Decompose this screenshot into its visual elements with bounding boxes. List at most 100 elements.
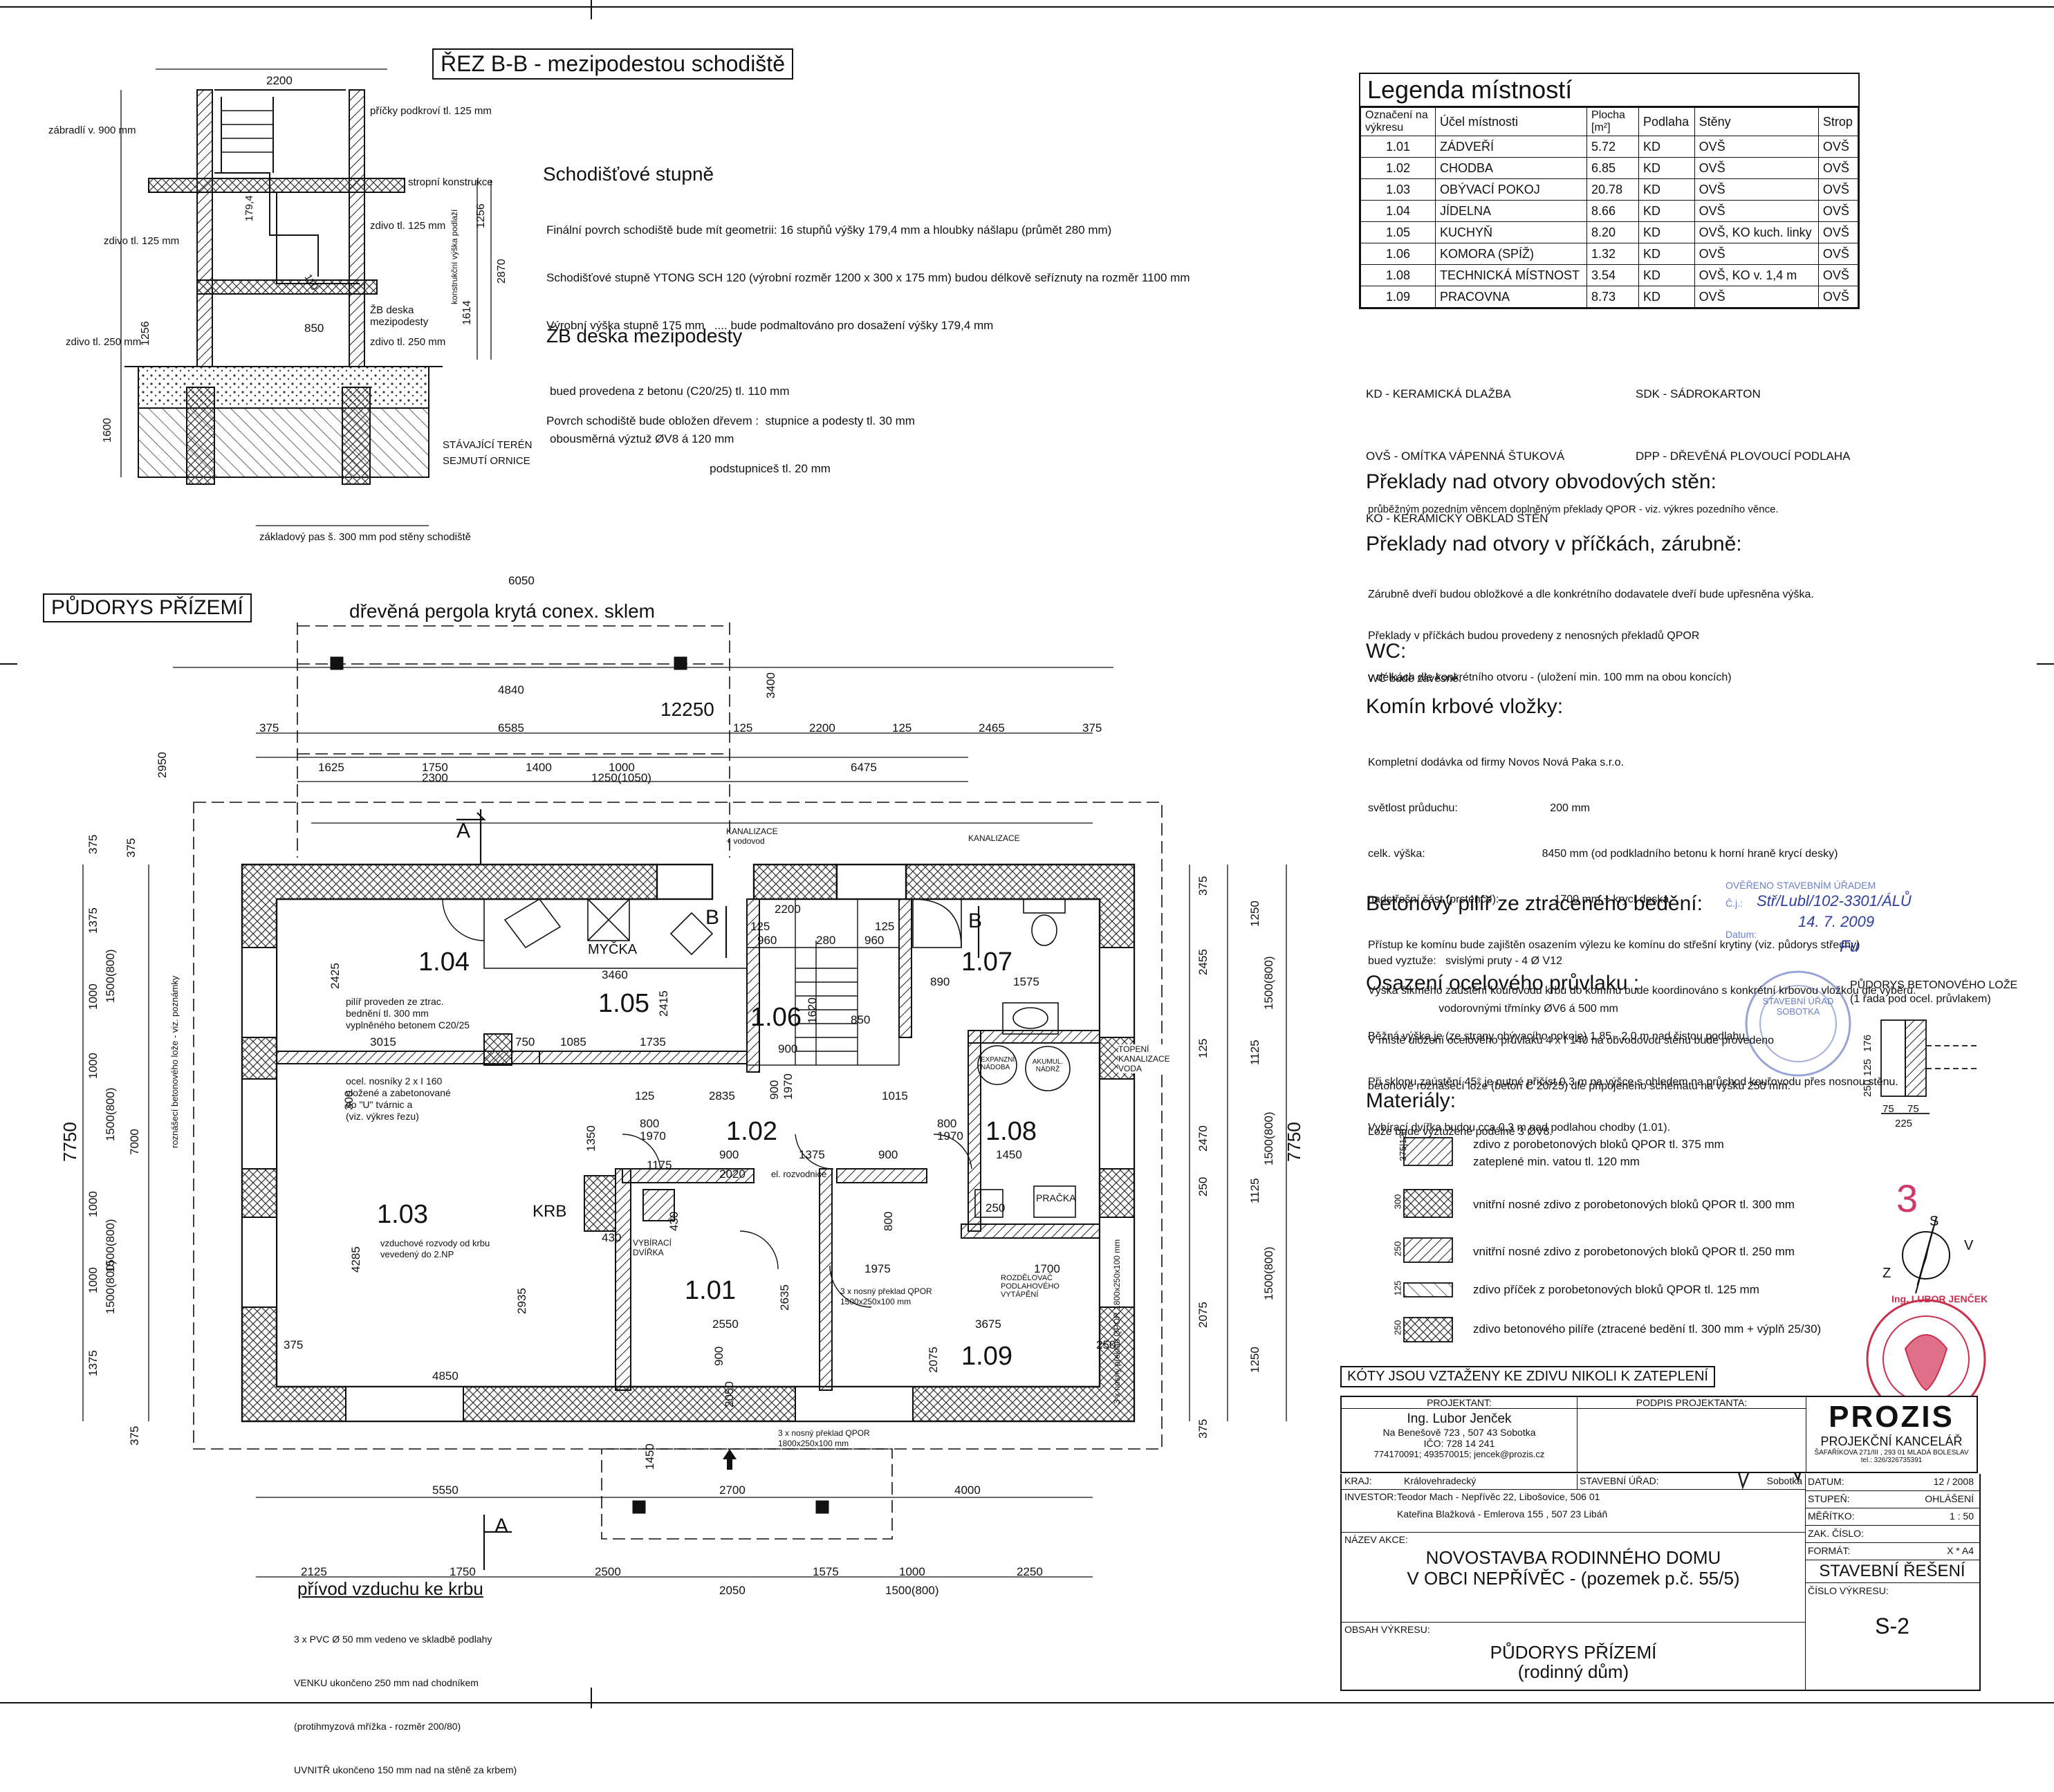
legend-cell: 20.78 [1586, 178, 1640, 201]
contents-row: OBSAH VÝKRESU: PŮDORYS PŘÍZEMÍ (rodinný … [1342, 1622, 1806, 1690]
dim-label: 1970 [640, 1129, 666, 1143]
contents-2: (rodinný dům) [1517, 1661, 1629, 1682]
legend-cell: 1.02 [1360, 157, 1436, 179]
room-label: 1.06 [750, 1003, 802, 1032]
label-steel-beams: ocel. nosníky 2 x I 160 vložené a zabeto… [346, 1075, 451, 1122]
section-marker-b-right: B [968, 909, 983, 932]
dim-label: 176 [1862, 1034, 1874, 1053]
dim-label: 7000 [128, 1129, 141, 1155]
dim-label: 1450 [996, 1148, 1022, 1161]
legend-header: Označení na výkresu [1360, 107, 1436, 136]
abbr: KO - KERAMICKÝ OBKLAD STĚN [1366, 512, 1548, 525]
legend-cell: OVŠ [1694, 200, 1819, 222]
materials-heading: Materiály: [1366, 1089, 1456, 1112]
label-dishwasher: MYČKA [588, 942, 638, 957]
note-line: Povrch schodiště bude obložen dřevem : s… [546, 414, 915, 427]
note-line: celk. výška: 8450 mm (od podkladního bet… [1368, 848, 1838, 860]
room-label: 1.05 [598, 989, 649, 1018]
signature-cell: PODPIS PROJEKTANTA: [1577, 1396, 1806, 1473]
dim-label: 125 [892, 721, 912, 735]
legend-cell: KD [1638, 286, 1695, 308]
note-line: Vybírací dvířka budou cca 0,3 m nad podl… [1368, 1122, 1671, 1134]
note-line: podstupniceš tl. 20 mm [546, 462, 831, 475]
legend-cell: 1.32 [1586, 243, 1640, 265]
dim-label: 125 [635, 1089, 654, 1102]
signature-label: PODPIS PROJEKTANTA: [1577, 1397, 1806, 1409]
dim-label: 900 [778, 1042, 797, 1055]
designer-name: Ing. Lubor Jenček [1407, 1412, 1512, 1426]
dim-label: 1500(800) [104, 1219, 117, 1273]
dim-label: 375 [128, 1426, 141, 1445]
dim-label: 2700 [719, 1484, 746, 1497]
legend-cell: KD [1638, 221, 1695, 243]
legend-cell: KD [1638, 200, 1695, 222]
dim-label: 225 [1895, 1118, 1913, 1129]
designer-contact: 774170091; 493570015; jencek@prozis.cz [1373, 1449, 1545, 1459]
legend-cell: OVŠ [1817, 264, 1859, 286]
stamp-line2: Č.j.: [1725, 898, 1743, 909]
note-line: Kompletní dodávka od firmy Novos Nová Pa… [1368, 757, 1624, 768]
room-label: 1.09 [961, 1342, 1012, 1371]
stamp-line1: OVĚŘENO STAVEBNÍM ÚŘADEM [1725, 880, 1876, 891]
note-body: Zárubně dveří budou obložkové a dle konk… [1368, 560, 1814, 699]
slab-heading: ŽB deska mezipodesty [546, 325, 743, 347]
label-accumulation-tank: AKUMUL. NÁDRŽ [1032, 1058, 1064, 1073]
dim-label: 1375 [86, 1350, 100, 1376]
dim-label: 2950 [156, 752, 169, 778]
legend-cell: OVŠ [1817, 136, 1859, 158]
dim-label: 2415 [657, 990, 670, 1017]
note-line: V místě uložení ocelového průvlaku 4 x I… [1368, 1035, 1775, 1046]
room-label: 1.01 [685, 1276, 736, 1305]
dim-label: 430 [667, 1212, 681, 1231]
dim-label: 7750 [1284, 1122, 1304, 1162]
note-heading: Osazení ocelového průvlaku : [1366, 972, 1640, 995]
dim-label: 7750 [59, 1122, 80, 1162]
dim-label: 2470 [1196, 1125, 1210, 1152]
designer-address: Na Benešově 723 , 507 43 Sobotka [1382, 1427, 1536, 1438]
label-sewer-water: KANALIZACE + vodovod [726, 826, 778, 846]
dim-label: 4285 [349, 1246, 362, 1273]
title-block-lower: KRAJ: Královehradecký STAVEBNÍ ÚŘAD: Sob… [1340, 1474, 1981, 1691]
date-row: DATUM: 12 / 2008 [1805, 1474, 1979, 1491]
legend-cell: OVŠ [1817, 243, 1859, 265]
seal-name: Ing. LUBOR JENČEK [1891, 1293, 1988, 1304]
dim-label: 1575 [1013, 975, 1039, 988]
dim-label: 1975 [864, 1262, 891, 1275]
dim-label: 1400 [526, 761, 552, 774]
dim-label: 1375 [86, 907, 100, 934]
designer-cell: PROJEKTANT: Ing. Lubor Jenček Na Benešov… [1340, 1396, 1577, 1473]
dim-label: 1015 [882, 1089, 908, 1102]
note-line: betonové roznášecí lože (beton C 20/25) … [1368, 1080, 1791, 1092]
fresh-air-title: přívod vzduchu ke krbu [297, 1578, 483, 1599]
stamp-handwritten: Stř/Lubl/102-3301/ÁLŮ [1757, 892, 1912, 909]
beam-bed-detail [1880, 1019, 1978, 1114]
format-label: FORMÁT: [1808, 1545, 1851, 1556]
legend-header: Účel místnosti [1434, 107, 1588, 136]
dim-label: 2465 [979, 721, 1005, 735]
label-washer: PRAČKA [1036, 1192, 1076, 1203]
dim-label: 960 [864, 934, 884, 947]
section-label: zdivo tl. 250 mm [370, 336, 446, 348]
dim-label: 1000 [609, 761, 635, 774]
legend-cell: KD [1638, 264, 1695, 286]
dim-label: 2075 [927, 1347, 940, 1373]
dim-label: 300 [342, 1091, 355, 1110]
dim-label: 1970 [937, 1129, 963, 1143]
label-lintel-2: 3 x nosný překlad QPOR 1800x250x100 mm [778, 1428, 870, 1448]
section-label: základový pas š. 300 mm pod stěny schodi… [259, 531, 471, 543]
dim-label: 4000 [954, 1484, 981, 1497]
dim-label: 1256 [140, 321, 151, 346]
note-body: průběžným pozedním věncem doplněným přek… [1368, 501, 1779, 517]
dim-label: 1700 [1034, 1262, 1060, 1275]
material-text2: zateplené min. vatou tl. 120 mm [1473, 1155, 1640, 1168]
dim-label: 2050 [719, 1584, 746, 1597]
stamp-initials: Fu [1840, 937, 1860, 956]
legend-cell: KD [1638, 243, 1695, 265]
legend-header: Strop [1817, 107, 1859, 136]
dim-label: 1250(1050) [591, 771, 651, 784]
section-title: ŘEZ B-B - mezipodestou schodiště [432, 48, 793, 80]
building-office-value: Sobotka [1766, 1475, 1802, 1486]
